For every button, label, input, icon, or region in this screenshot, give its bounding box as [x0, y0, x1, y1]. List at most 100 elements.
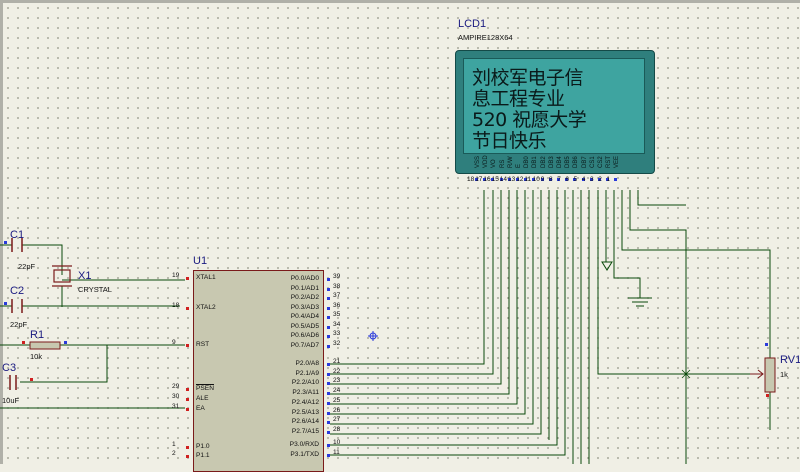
- lcd-pin-number[interactable]: 18: [467, 176, 475, 183]
- lcd-pin-label: RS: [499, 159, 506, 168]
- u1-pin-marker: [186, 446, 189, 449]
- u1-pin-name: ALE: [196, 395, 209, 402]
- u1-pin-marker: [186, 344, 189, 347]
- lcd-model: AMPIRE128X64: [458, 33, 513, 42]
- c2-ref[interactable]: C2: [10, 285, 25, 297]
- u1-pin-number[interactable]: 39: [333, 273, 341, 280]
- u1-pin-number[interactable]: 36: [333, 301, 341, 309]
- u1-pin-number[interactable]: 31: [172, 403, 180, 410]
- u1-pin-number[interactable]: 30: [172, 393, 180, 400]
- u1-pin-marker: [327, 444, 330, 447]
- lcd-pin-marker: [499, 178, 503, 181]
- lcd-line-1: 刘校军电子信: [472, 67, 584, 89]
- lcd-pin-number[interactable]: 5: [573, 176, 578, 183]
- lcd-pin-number[interactable]: 10: [532, 176, 540, 183]
- u1-pin-number[interactable]: 19: [172, 272, 180, 279]
- u1-pin-marker: [327, 306, 330, 310]
- lcd-pin-number[interactable]: 11: [524, 176, 532, 183]
- left-border: [0, 0, 3, 464]
- lcd-pin-number[interactable]: 12: [516, 176, 524, 183]
- u1-pin-marker: [327, 454, 330, 457]
- u1-pin-number[interactable]: 35: [333, 311, 341, 318]
- u1-pin-number[interactable]: 11: [333, 449, 340, 456]
- u1-pin-name: P0.4/AD4: [290, 313, 319, 320]
- lcd-pin-label: VSS: [475, 155, 481, 168]
- u1-pin-number[interactable]: 33: [333, 330, 341, 337]
- u1-pin-marker: [327, 363, 330, 366]
- u1-pin-number[interactable]: 28: [333, 425, 341, 433]
- u1-pin-number[interactable]: 18: [172, 302, 180, 309]
- u1-pin-number[interactable]: 27: [333, 416, 341, 424]
- u1-pin-number[interactable]: 26: [333, 406, 341, 414]
- lcd-pin-label: CS1: [589, 156, 596, 168]
- u1-pin-marker: [186, 388, 189, 391]
- u1-pin-marker: [327, 287, 330, 291]
- rv1-value: 1k: [780, 370, 788, 379]
- u1-pin-number[interactable]: 32: [333, 339, 341, 347]
- lcd-pin-number[interactable]: 4: [581, 176, 586, 183]
- u1-pin-number[interactable]: 29: [172, 383, 180, 390]
- lcd-screen: 刘校军电子信 息工程专业 520 祝愿大学 节日快乐: [463, 58, 645, 154]
- x1-ref[interactable]: X1: [78, 270, 92, 282]
- u1-pin-number[interactable]: 38: [333, 282, 341, 290]
- lcd-pin-label: VEE: [614, 155, 621, 168]
- top-border: [0, 0, 800, 3]
- u1-pin-name: P2.5/A13: [291, 408, 319, 416]
- u1-pin-name: EA: [196, 405, 205, 412]
- lcd-pin-marker: [589, 178, 593, 181]
- lcd-pin-number[interactable]: 3: [590, 176, 594, 183]
- rv1-ref[interactable]: RV1: [780, 354, 800, 366]
- lcd-pin-number[interactable]: 16: [483, 176, 491, 183]
- u1-pin-number[interactable]: 24: [333, 387, 341, 395]
- c1-ref[interactable]: C1: [10, 229, 25, 241]
- u1-pin-number[interactable]: 1: [172, 441, 176, 448]
- lcd-pin-number[interactable]: 8: [549, 176, 553, 183]
- r1-ref[interactable]: R1: [30, 329, 45, 341]
- u1-pin-name: P0.5/AD5: [290, 322, 319, 330]
- u1-pin-number[interactable]: 37: [333, 292, 341, 299]
- u1-pin-number[interactable]: 22: [333, 367, 341, 375]
- c1-value: 22pF: [18, 262, 36, 271]
- r1-value: 10k: [30, 352, 43, 361]
- u1-pin-number[interactable]: 23: [333, 377, 341, 385]
- lcd-pin-number[interactable]: 7: [557, 176, 561, 183]
- lcd-pin-number[interactable]: 17: [475, 176, 483, 183]
- u1-pin-name: P3.0/RXD: [289, 441, 319, 448]
- lcd-pin-label: CS2: [598, 156, 604, 168]
- lcd-pin-marker: [565, 178, 569, 181]
- u1-pin-number[interactable]: 9: [172, 339, 176, 346]
- lcd-pin-number[interactable]: 15: [491, 176, 499, 183]
- u1-pin-marker: [327, 411, 330, 415]
- u1-pin-marker: [327, 392, 330, 396]
- u1-pin-number[interactable]: 10: [333, 439, 341, 446]
- u1-pin-name: RST: [196, 341, 210, 348]
- u1-pin-marker: [327, 325, 330, 329]
- lcd-pin-number[interactable]: 9: [540, 176, 545, 183]
- u1-pin-marker: [327, 316, 330, 319]
- u1-chip-body[interactable]: [193, 270, 324, 472]
- u1-pin-number[interactable]: 25: [333, 396, 341, 404]
- u1-pin-name: P0.2/AD2: [290, 294, 319, 301]
- lcd-pin-number[interactable]: 6: [565, 176, 570, 183]
- u1-ref[interactable]: U1: [193, 255, 208, 267]
- lcd-pin-number[interactable]: 1: [606, 176, 611, 183]
- u1-pin-name: P1.0: [196, 443, 210, 450]
- lcd-pin-marker: [507, 178, 511, 181]
- lcd-pin-marker: [540, 178, 544, 181]
- lcd-pin-number[interactable]: 14: [499, 176, 508, 183]
- u1-pin-number[interactable]: 2: [172, 450, 176, 457]
- u1-pin-marker: [327, 344, 330, 348]
- u1-pin-number[interactable]: 21: [333, 358, 341, 365]
- lcd-pin-label: DB2: [540, 156, 547, 168]
- c3-ref[interactable]: C3: [2, 362, 17, 374]
- lcd-ref[interactable]: LCD1: [458, 18, 487, 30]
- lcd-pin-number[interactable]: 13: [508, 176, 516, 183]
- lcd-pin-marker: [524, 178, 528, 181]
- lcd-pin-marker: [491, 178, 495, 181]
- lcd-pin-number[interactable]: 2: [598, 176, 602, 183]
- u1-pin-number[interactable]: 34: [333, 320, 341, 328]
- u1-pin-marker: [186, 277, 189, 280]
- lcd-pin-label: DB5: [565, 156, 572, 168]
